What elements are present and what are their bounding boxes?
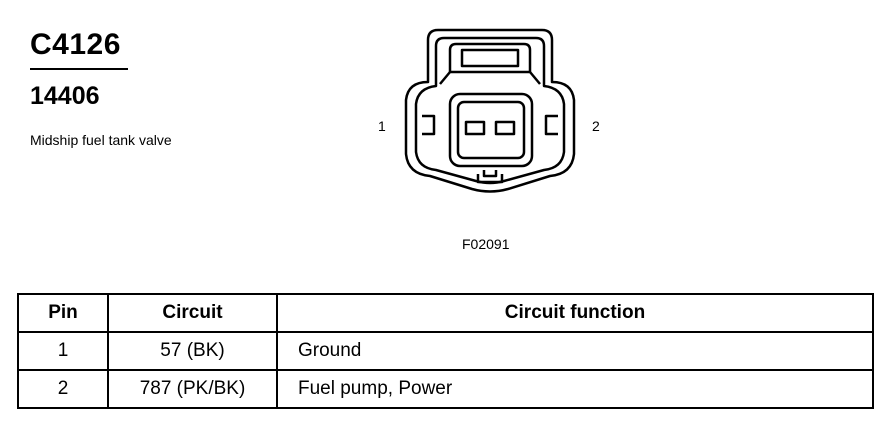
pin-2-terminal	[494, 120, 516, 136]
table-header-row: Pin Circuit Circuit function	[17, 293, 874, 333]
connector-inner-housing	[414, 36, 566, 185]
pin-1-terminal	[464, 120, 486, 136]
connector-face-drawing	[404, 28, 576, 193]
row-circuit: 57 (BK)	[107, 331, 278, 371]
pin-label-2: 2	[592, 118, 600, 134]
connector-id-underline	[30, 68, 128, 70]
row-circuit: 787 (PK/BK)	[107, 369, 278, 409]
figure-code: F02091	[462, 236, 510, 252]
pinout-table: Pin Circuit Circuit function 1 57 (BK) G…	[17, 293, 874, 409]
connector-key	[476, 174, 504, 184]
connector-right-tab	[544, 114, 558, 136]
table-row: 2 787 (PK/BK) Fuel pump, Power	[17, 369, 874, 409]
terminal-cavity	[448, 92, 534, 168]
table-row: 1 57 (BK) Ground	[17, 331, 874, 371]
connector-left-tab	[422, 114, 436, 136]
connector-description: Midship fuel tank valve	[30, 132, 172, 148]
row-pin: 2	[17, 369, 109, 409]
connector-id: C4126	[30, 28, 121, 61]
part-number: 14406	[30, 82, 100, 110]
connector-outer-housing	[404, 28, 576, 193]
pin-label-1: 1	[378, 118, 386, 134]
header-circuit: Circuit	[107, 293, 278, 333]
header-circuit-function: Circuit function	[276, 293, 874, 333]
row-circuit-function: Ground	[276, 331, 874, 371]
header-pin: Pin	[17, 293, 109, 333]
row-pin: 1	[17, 331, 109, 371]
row-circuit-function: Fuel pump, Power	[276, 369, 874, 409]
